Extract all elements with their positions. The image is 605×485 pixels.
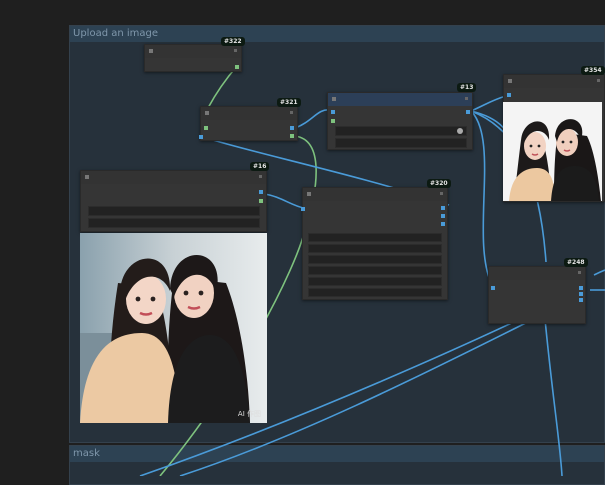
output-port[interactable] bbox=[579, 292, 583, 296]
node-title-bar[interactable] bbox=[489, 267, 585, 280]
input-port[interactable] bbox=[204, 126, 208, 130]
node-16[interactable] bbox=[80, 170, 267, 232]
node-title-bar[interactable] bbox=[145, 45, 241, 58]
node-title-bar[interactable] bbox=[81, 171, 266, 184]
output-port[interactable] bbox=[259, 199, 263, 203]
node-widget[interactable] bbox=[335, 126, 467, 136]
wire bbox=[593, 269, 605, 276]
node-title-bar[interactable] bbox=[303, 188, 447, 201]
node-322[interactable] bbox=[144, 44, 242, 72]
toggle-knob[interactable] bbox=[457, 128, 463, 134]
node-id-badge: #16 bbox=[250, 162, 270, 171]
node-widget[interactable] bbox=[308, 266, 442, 275]
watermark: AI 作图 bbox=[237, 410, 261, 418]
output-port[interactable] bbox=[579, 298, 583, 302]
portrait-image bbox=[80, 233, 267, 423]
node-title-bar[interactable] bbox=[504, 75, 604, 88]
wire bbox=[470, 95, 507, 112]
collapse-dot[interactable] bbox=[85, 175, 89, 179]
node-id-badge: #322 bbox=[221, 37, 245, 46]
output-port[interactable] bbox=[441, 222, 445, 226]
node-widget[interactable] bbox=[308, 233, 442, 242]
input-port[interactable] bbox=[199, 135, 203, 139]
portrait-thumbnail bbox=[503, 102, 602, 201]
output-port[interactable] bbox=[290, 134, 294, 138]
node-menu-dot[interactable] bbox=[440, 192, 443, 195]
loaded-image: AI 作图 bbox=[80, 233, 267, 423]
node-id-badge: #354 bbox=[581, 66, 605, 75]
collapse-dot[interactable] bbox=[205, 111, 209, 115]
preview-image bbox=[503, 102, 602, 201]
node-id-badge: #248 bbox=[564, 258, 588, 267]
node-menu-dot[interactable] bbox=[578, 271, 581, 274]
group-title[interactable]: Upload an image bbox=[70, 26, 604, 42]
output-port[interactable] bbox=[290, 126, 294, 130]
node-menu-dot[interactable] bbox=[259, 175, 262, 178]
node-321[interactable] bbox=[199, 106, 298, 141]
wire bbox=[207, 65, 238, 109]
output-port[interactable] bbox=[466, 110, 470, 114]
node-id-badge: #321 bbox=[277, 98, 301, 107]
node-menu-dot[interactable] bbox=[597, 79, 600, 82]
node-13[interactable] bbox=[327, 92, 473, 150]
collapse-dot[interactable] bbox=[332, 97, 336, 101]
input-port[interactable] bbox=[507, 93, 511, 97]
collapse-dot[interactable] bbox=[307, 192, 311, 196]
node-widget[interactable] bbox=[88, 218, 260, 228]
node-320[interactable] bbox=[301, 187, 448, 300]
node-title-bar[interactable] bbox=[328, 93, 472, 106]
input-port[interactable] bbox=[331, 119, 335, 123]
node-widget[interactable] bbox=[335, 138, 467, 148]
node-widget[interactable] bbox=[308, 277, 442, 286]
wire bbox=[470, 110, 493, 286]
node-248[interactable] bbox=[488, 266, 586, 324]
input-port[interactable] bbox=[331, 110, 335, 114]
collapse-dot[interactable] bbox=[508, 79, 512, 83]
output-port[interactable] bbox=[579, 286, 583, 290]
node-title-bar[interactable] bbox=[201, 107, 297, 120]
wire bbox=[263, 193, 305, 209]
wire bbox=[542, 296, 563, 476]
node-widget[interactable] bbox=[308, 255, 442, 264]
node-widget[interactable] bbox=[88, 206, 260, 216]
input-port[interactable] bbox=[491, 286, 495, 290]
collapse-dot[interactable] bbox=[149, 49, 153, 53]
input-port[interactable] bbox=[301, 207, 305, 211]
output-port[interactable] bbox=[441, 206, 445, 210]
node-menu-dot[interactable] bbox=[234, 49, 237, 52]
node-menu-dot[interactable] bbox=[465, 97, 468, 100]
output-port[interactable] bbox=[259, 190, 263, 194]
wire bbox=[294, 109, 331, 129]
group-title-mask[interactable]: mask bbox=[70, 446, 604, 462]
node-widget[interactable] bbox=[308, 288, 442, 297]
node-id-badge: #320 bbox=[427, 179, 451, 188]
node-widget[interactable] bbox=[308, 244, 442, 253]
output-port[interactable] bbox=[441, 214, 445, 218]
node-id-badge: #13 bbox=[457, 83, 477, 92]
output-port[interactable] bbox=[235, 65, 239, 69]
node-menu-dot[interactable] bbox=[290, 111, 293, 114]
